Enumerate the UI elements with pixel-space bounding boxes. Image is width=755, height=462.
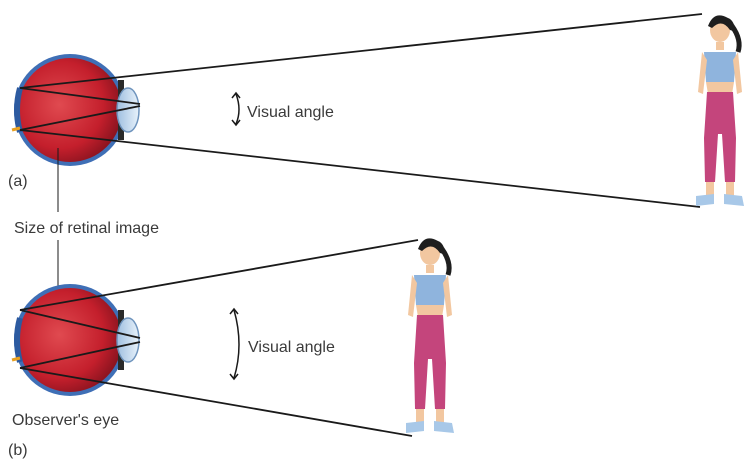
panel-a: Visual angle (a) [8, 13, 744, 208]
sight-line-bottom-b [19, 367, 413, 437]
visual-angle-label-b: Visual angle [248, 339, 335, 356]
visual-angle-label-a: Visual angle [247, 104, 334, 121]
panel-b: Visual angle Observer's eye (b) [8, 238, 454, 459]
panel-label-b: (b) [8, 442, 28, 459]
observers-eye-label: Observer's eye [12, 412, 119, 429]
visual-angle-arc-a [235, 93, 240, 125]
eye-a [11, 54, 140, 166]
sight-line-top-b [19, 239, 419, 311]
sight-line-top-a [19, 13, 703, 89]
size-of-retinal-image-label: Size of retinal image [14, 220, 159, 237]
panel-label-a: (a) [8, 173, 28, 190]
eye-b [11, 284, 140, 396]
woman-figure-a [696, 15, 744, 206]
woman-figure-b [406, 238, 454, 433]
sight-line-bottom-a [19, 129, 701, 208]
visual-angle-arc-b [233, 309, 240, 379]
